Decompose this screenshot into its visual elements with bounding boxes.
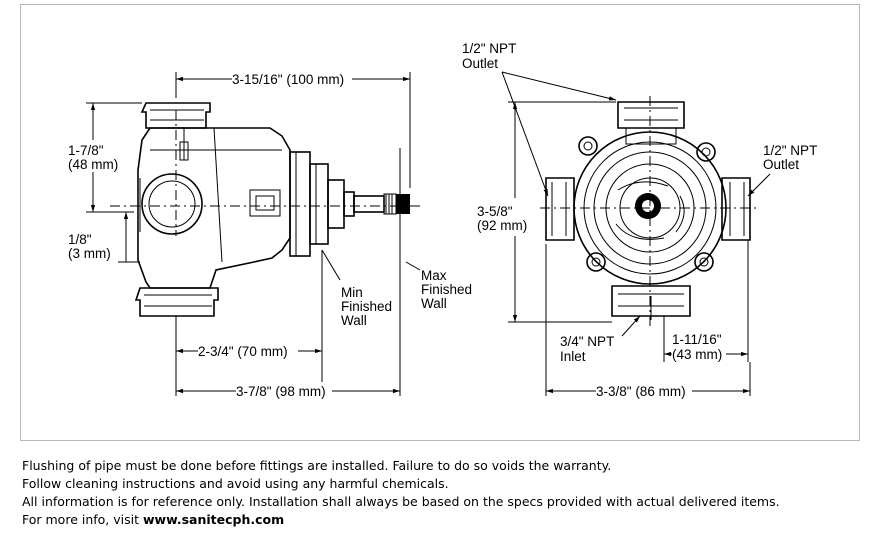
dim-43mm-a: 1-11/16" <box>672 332 722 347</box>
note-more-info-prefix: For more info, visit <box>22 512 143 527</box>
min-wall-label-2: Finished <box>341 299 392 314</box>
front-view <box>540 96 760 330</box>
dim-height-1-mm: (48 mm) <box>68 157 118 172</box>
inlet-label-1: 3/4" NPT <box>560 334 614 349</box>
note-more-info: For more info, visit www.sanitecph.com <box>22 511 852 529</box>
dim-offset-1: 1/8" <box>68 232 92 247</box>
outlet-right-label-2: Outlet <box>763 157 799 172</box>
note-flushing: Flushing of pipe must be done before fit… <box>22 458 612 473</box>
dim-height-2-mm: (92 mm) <box>477 218 527 233</box>
min-wall-label-1: Min <box>341 285 363 300</box>
note-cleaning: Follow cleaning instructions and avoid u… <box>22 476 449 491</box>
dim-height-1: 1-7/8" <box>68 143 104 158</box>
dim-43mm-b: (43 mm) <box>672 347 722 362</box>
dim-98mm: 3-7/8" (98 mm) <box>236 384 326 399</box>
outlet-top-label-1: 1/2" NPT <box>462 41 516 56</box>
side-view-dimensions: 3-15/16" (100 mm) 1-7/8" (48 mm) 1/8" (3… <box>68 72 472 399</box>
outlet-top-label-2: Outlet <box>462 56 498 71</box>
diagram-frame <box>20 4 860 441</box>
outlet-right-label-1: 1/2" NPT <box>763 143 817 158</box>
inlet-label-2: Inlet <box>560 349 586 364</box>
dim-86mm: 3-3/8" (86 mm) <box>596 384 686 399</box>
website-link[interactable]: www.sanitecph.com <box>142 512 285 527</box>
max-wall-label-1: Max <box>421 268 447 283</box>
dim-top-width: 3-15/16" (100 mm) <box>232 72 344 87</box>
note-reference: All information is for reference only. I… <box>22 494 780 509</box>
notes-block: Flushing of pipe must be done before fit… <box>22 457 852 529</box>
dim-offset-1-mm: (3 mm) <box>68 246 111 261</box>
max-wall-label-2: Finished <box>421 282 472 297</box>
max-wall-label-3: Wall <box>421 296 447 311</box>
min-wall-label-3: Wall <box>341 313 367 328</box>
dim-height-2: 3-5/8" <box>477 204 513 219</box>
front-view-dimensions: 1/2" NPT Outlet 1/2" NPT Outlet 3-5/8" (… <box>462 41 817 399</box>
side-view <box>110 102 420 317</box>
dim-70mm: 2-3/4" (70 mm) <box>198 344 288 359</box>
